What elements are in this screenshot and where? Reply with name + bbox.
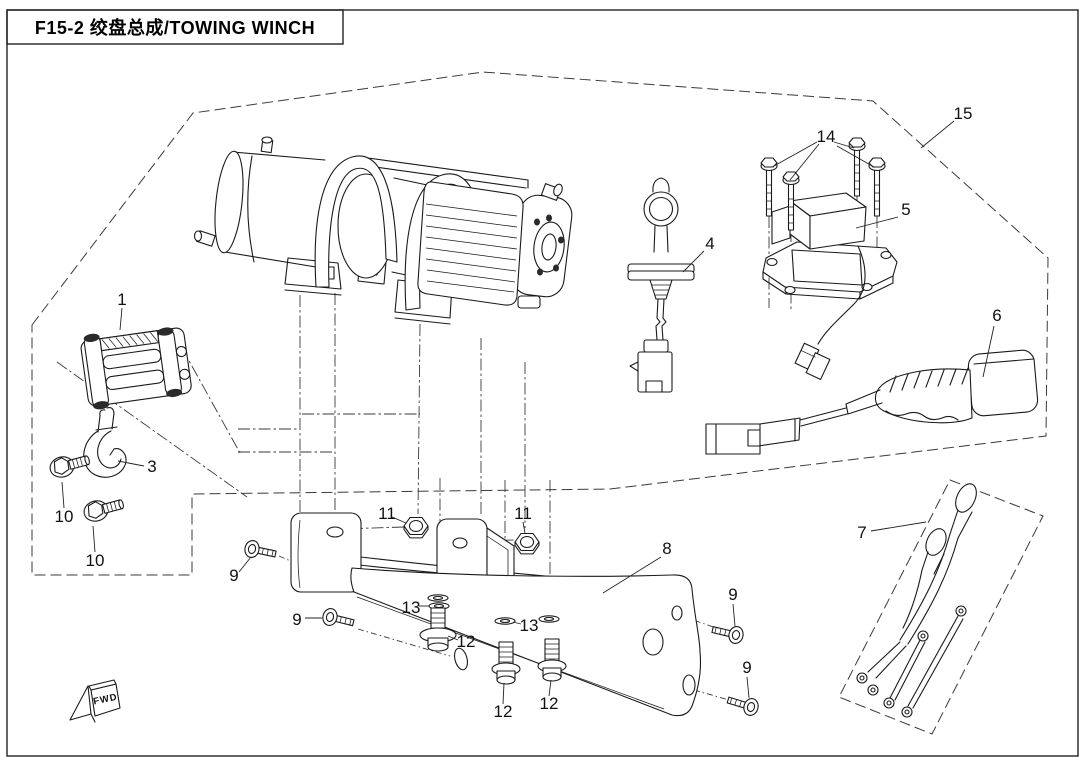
bolt-12a bbox=[419, 607, 457, 652]
bolt-14b bbox=[782, 171, 800, 231]
callout-13-1: 13 bbox=[402, 598, 421, 617]
callout-14: 14 bbox=[817, 127, 836, 146]
callout-11-2: 11 bbox=[514, 504, 532, 523]
callout-10-2: 10 bbox=[86, 551, 105, 570]
screw-9b bbox=[322, 608, 355, 627]
bolt-14c bbox=[848, 137, 866, 197]
flange-bolt-10a bbox=[49, 455, 90, 478]
callout-15: 15 bbox=[954, 104, 973, 123]
callout-9-2: 9 bbox=[292, 610, 301, 629]
winch-support-strap-front bbox=[314, 155, 398, 288]
contactor-drawing bbox=[762, 192, 898, 381]
bolt-14d bbox=[868, 157, 886, 217]
fwd-direction-arrow: FWD bbox=[69, 679, 121, 723]
callout-numbers: 1 3 4 5 6 7 8 9 9 9 9 10 10 11 11 12 12 … bbox=[55, 104, 1002, 721]
callout-13-2: 13 bbox=[520, 616, 539, 635]
callout-8: 8 bbox=[662, 539, 671, 558]
contactor-bolts bbox=[760, 137, 886, 231]
assembly-boundary-outline bbox=[31, 71, 1049, 735]
callout-3: 3 bbox=[147, 457, 156, 476]
washers-13 bbox=[427, 594, 560, 625]
diagram-title: F15-2 绞盘总成/TOWING WINCH bbox=[35, 17, 315, 38]
lever-switch-drawing bbox=[627, 177, 695, 393]
callout-7: 7 bbox=[857, 523, 866, 542]
callout-12-2: 12 bbox=[494, 702, 513, 721]
nut-11a bbox=[403, 517, 429, 539]
screw-9d bbox=[726, 696, 759, 716]
nut-11b bbox=[514, 533, 540, 555]
remote-grip-ribs bbox=[889, 367, 969, 393]
winch-motor bbox=[193, 136, 326, 269]
callout-11-1: 11 bbox=[378, 504, 396, 523]
bolt-12c bbox=[537, 638, 567, 682]
bracket-left-flange bbox=[290, 512, 362, 593]
mounting-bracket-drawing bbox=[290, 512, 702, 717]
hook-drawing bbox=[83, 407, 127, 478]
callout-leader-lines bbox=[61, 120, 995, 705]
contactor-wire bbox=[817, 245, 866, 345]
contactor-wire-connector bbox=[794, 342, 831, 381]
screw-9c bbox=[711, 626, 744, 644]
callout-9-1: 9 bbox=[229, 566, 238, 585]
callout-9-4: 9 bbox=[742, 658, 751, 677]
callout-12-3: 12 bbox=[540, 694, 559, 713]
callout-5: 5 bbox=[901, 200, 910, 219]
bolt-14a bbox=[760, 157, 778, 217]
winch-assembly-drawing bbox=[193, 136, 573, 325]
bolt-12b bbox=[491, 641, 521, 685]
screw-9a bbox=[244, 540, 277, 558]
callout-9-3: 9 bbox=[728, 585, 737, 604]
callout-10-1: 10 bbox=[55, 507, 74, 526]
page-border bbox=[6, 9, 1079, 757]
callout-12-1: 12 bbox=[457, 632, 476, 651]
winch-gear-end-cap bbox=[511, 183, 573, 309]
callout-6: 6 bbox=[992, 306, 1001, 325]
winch-gear-housing bbox=[417, 181, 524, 306]
fairlead-hatch bbox=[101, 332, 159, 349]
fwd-label: FWD bbox=[92, 692, 118, 708]
cable-set-drawing bbox=[856, 483, 977, 718]
callout-4: 4 bbox=[705, 234, 714, 253]
callout-1: 1 bbox=[117, 290, 126, 309]
flange-bolt-10b bbox=[83, 499, 124, 522]
fairlead-drawing bbox=[80, 327, 192, 410]
remote-switch-drawing bbox=[705, 349, 1039, 455]
